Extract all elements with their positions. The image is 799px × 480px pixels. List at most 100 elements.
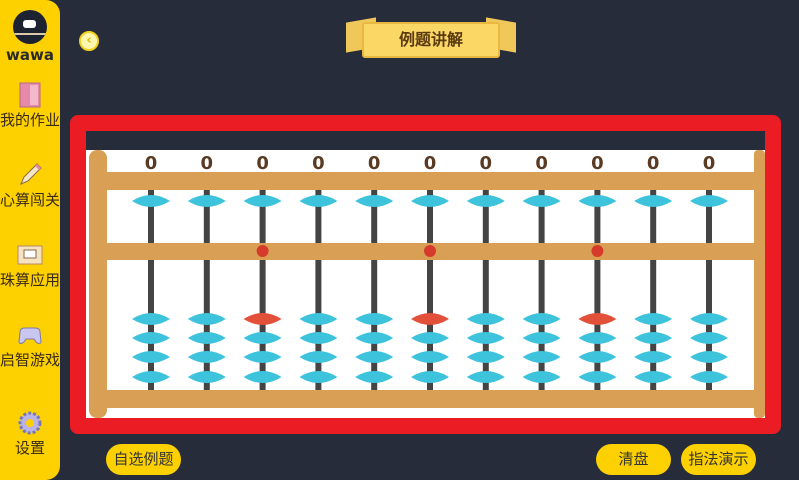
rod bbox=[706, 180, 712, 390]
rod bbox=[371, 180, 378, 390]
upper-bead bbox=[578, 195, 617, 207]
username: wawa bbox=[6, 46, 54, 64]
lower-bead bbox=[634, 332, 673, 344]
column-digit: 0 bbox=[480, 153, 493, 174]
upper-bead bbox=[132, 195, 170, 207]
unit-marker-dot bbox=[424, 245, 436, 257]
lower-bead bbox=[299, 313, 338, 325]
sidebar-item-homework[interactable]: 我的作业 bbox=[0, 82, 60, 130]
abacus-top-strip bbox=[86, 131, 765, 150]
sidebar-item-settings[interactable]: 设置 bbox=[0, 410, 60, 458]
lower-bead bbox=[187, 313, 226, 325]
lower-bead bbox=[690, 371, 728, 383]
column-digit: 0 bbox=[703, 153, 716, 174]
sidebar-item-abacus-app[interactable]: 珠算应用 bbox=[0, 242, 60, 290]
unit-marker-dot bbox=[591, 245, 604, 257]
upper-bead bbox=[522, 195, 561, 207]
lower-bead bbox=[355, 332, 394, 344]
right-post bbox=[754, 150, 765, 418]
abacus-book-icon bbox=[17, 245, 43, 265]
lower-bead bbox=[466, 371, 505, 383]
rod bbox=[148, 180, 154, 390]
upper-bead bbox=[690, 195, 728, 207]
lower-bead bbox=[411, 313, 449, 325]
upper-bead bbox=[411, 195, 449, 207]
lower-bead bbox=[132, 332, 170, 344]
rod bbox=[203, 180, 210, 390]
lower-bead bbox=[187, 332, 226, 344]
homework-book-icon bbox=[19, 82, 41, 108]
page-title: 例题讲解 bbox=[362, 22, 500, 58]
rod bbox=[315, 180, 322, 390]
lower-bead bbox=[411, 351, 449, 363]
lower-bead bbox=[187, 351, 226, 363]
lower-bead bbox=[299, 371, 338, 383]
column-digit: 0 bbox=[312, 153, 325, 174]
lower-bead bbox=[132, 351, 170, 363]
left-post bbox=[89, 150, 107, 418]
title-ribbon: 例题讲解 bbox=[346, 16, 516, 62]
lower-bead bbox=[132, 371, 170, 383]
sidebar: wawa 我的作业 心算闯关 珠算应用 启智游戏 设置 bbox=[0, 0, 60, 480]
gamepad-icon bbox=[18, 327, 42, 344]
upper-bead bbox=[466, 195, 505, 207]
column-digit: 0 bbox=[591, 153, 604, 174]
rod bbox=[427, 180, 433, 390]
pencil-icon bbox=[20, 163, 42, 185]
lower-bead bbox=[690, 351, 728, 363]
bottom-beam bbox=[106, 390, 754, 408]
lower-bead bbox=[299, 332, 338, 344]
lower-bead bbox=[634, 371, 673, 383]
column-digit: 0 bbox=[256, 153, 269, 174]
column-digit: 0 bbox=[201, 153, 214, 174]
fingering-demo-button[interactable]: 指法演示 bbox=[681, 444, 756, 475]
upper-bead bbox=[243, 195, 282, 207]
sidebar-item-games[interactable]: 启智游戏 bbox=[0, 322, 60, 370]
lower-bead bbox=[243, 313, 282, 325]
rod bbox=[538, 180, 545, 390]
lower-bead bbox=[522, 371, 561, 383]
back-chevron-icon[interactable]: ‹ bbox=[79, 31, 99, 51]
lower-bead bbox=[522, 351, 561, 363]
rod bbox=[594, 180, 601, 390]
lower-bead bbox=[522, 332, 561, 344]
choose-example-button[interactable]: 自选例题 bbox=[106, 444, 181, 475]
lower-bead bbox=[578, 332, 617, 344]
lower-bead bbox=[299, 351, 338, 363]
upper-bead bbox=[634, 195, 673, 207]
sidebar-item-mental-math[interactable]: 心算闯关 bbox=[0, 162, 60, 210]
lower-bead bbox=[411, 332, 449, 344]
lower-bead bbox=[578, 351, 617, 363]
avatar[interactable] bbox=[13, 10, 47, 44]
lower-bead bbox=[466, 332, 505, 344]
lower-bead bbox=[355, 371, 394, 383]
lower-bead bbox=[243, 332, 282, 344]
upper-bead bbox=[355, 195, 394, 207]
lower-bead bbox=[634, 351, 673, 363]
rod bbox=[650, 180, 657, 390]
column-digit: 0 bbox=[647, 153, 660, 174]
column-digit: 0 bbox=[535, 153, 548, 174]
lower-bead bbox=[411, 371, 449, 383]
lower-bead bbox=[355, 313, 394, 325]
lower-bead bbox=[355, 351, 394, 363]
lower-bead bbox=[243, 371, 282, 383]
lower-bead bbox=[243, 351, 282, 363]
upper-bead bbox=[187, 195, 226, 207]
lower-bead bbox=[132, 313, 170, 325]
lower-bead bbox=[690, 313, 728, 325]
column-digit: 0 bbox=[145, 153, 158, 174]
rod bbox=[259, 180, 266, 390]
lower-bead bbox=[522, 313, 561, 325]
rod bbox=[482, 180, 489, 390]
unit-marker-dot bbox=[256, 245, 269, 257]
lower-bead bbox=[634, 313, 673, 325]
lower-bead bbox=[578, 313, 617, 325]
top-beam bbox=[106, 172, 754, 190]
clear-button[interactable]: 清盘 bbox=[596, 444, 671, 475]
column-digit: 0 bbox=[424, 153, 437, 174]
lower-bead bbox=[578, 371, 617, 383]
lower-bead bbox=[466, 313, 505, 325]
